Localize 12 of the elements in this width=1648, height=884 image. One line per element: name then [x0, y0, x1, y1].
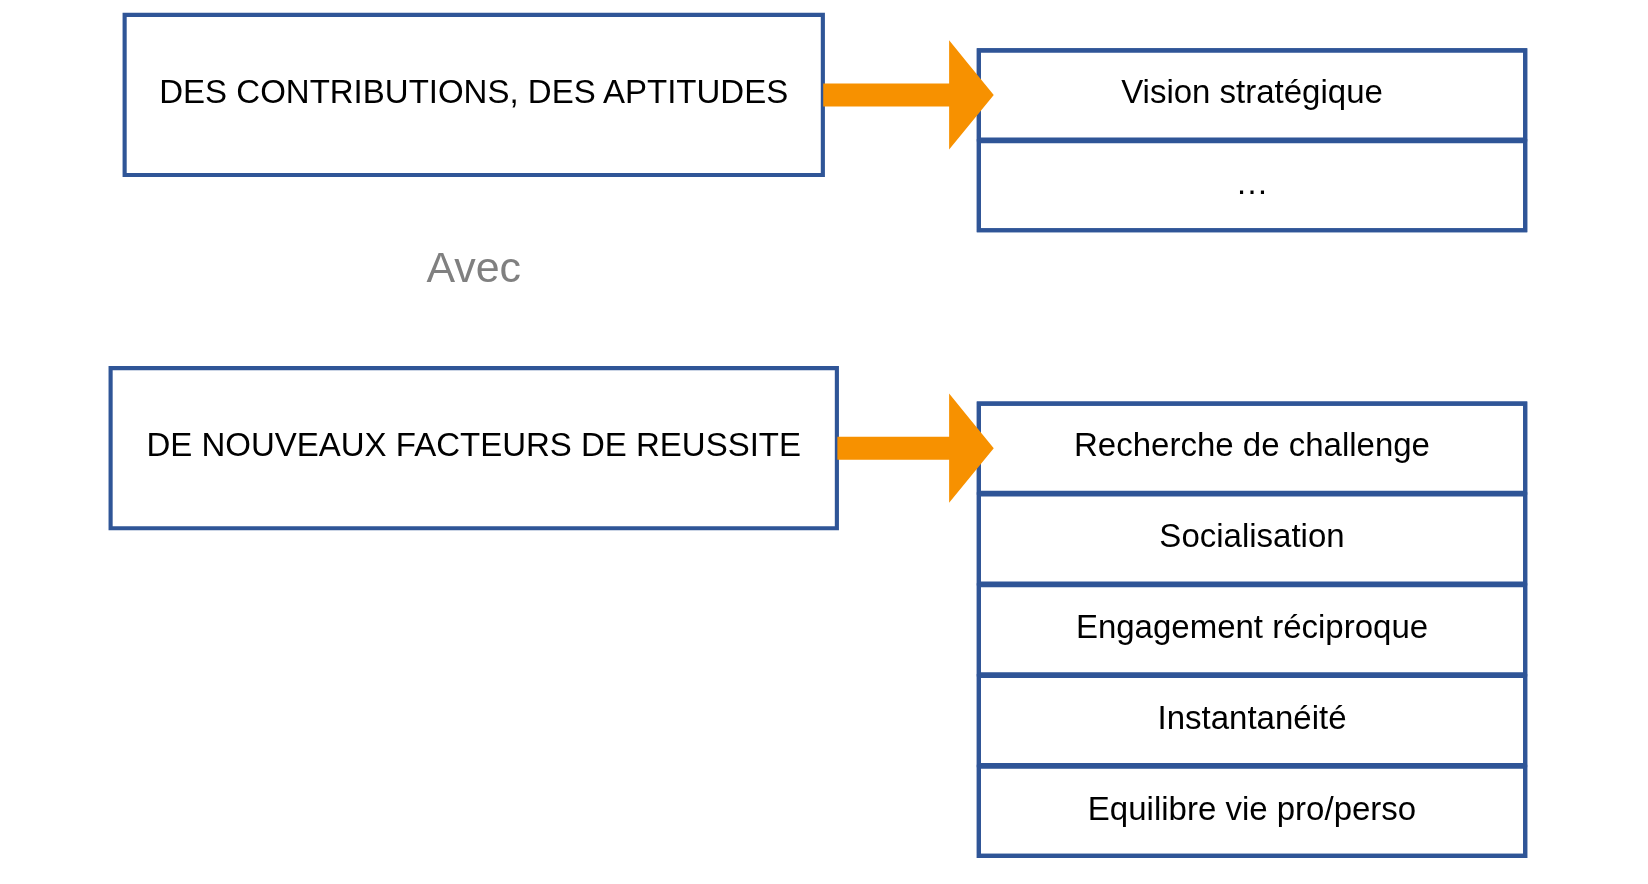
arrow [822, 40, 994, 150]
node-box: Engagement réciproque [976, 583, 1527, 677]
node-box: Equilibre vie pro/perso [976, 764, 1527, 858]
node-box: Instantanéité [976, 673, 1527, 768]
node-box: Socialisation [976, 492, 1527, 586]
node-box: DES CONTRIBUTIONS, DES APTITUDES [122, 12, 825, 178]
node-box: … [976, 139, 1527, 233]
node-box: Recherche de challenge [976, 401, 1527, 495]
node-box: Vision stratégique [976, 48, 1527, 142]
node-box: DE NOUVEAUX FACTEURS DE REUSSITE [108, 366, 839, 531]
arrow [836, 393, 994, 503]
label: Avec [425, 242, 521, 291]
